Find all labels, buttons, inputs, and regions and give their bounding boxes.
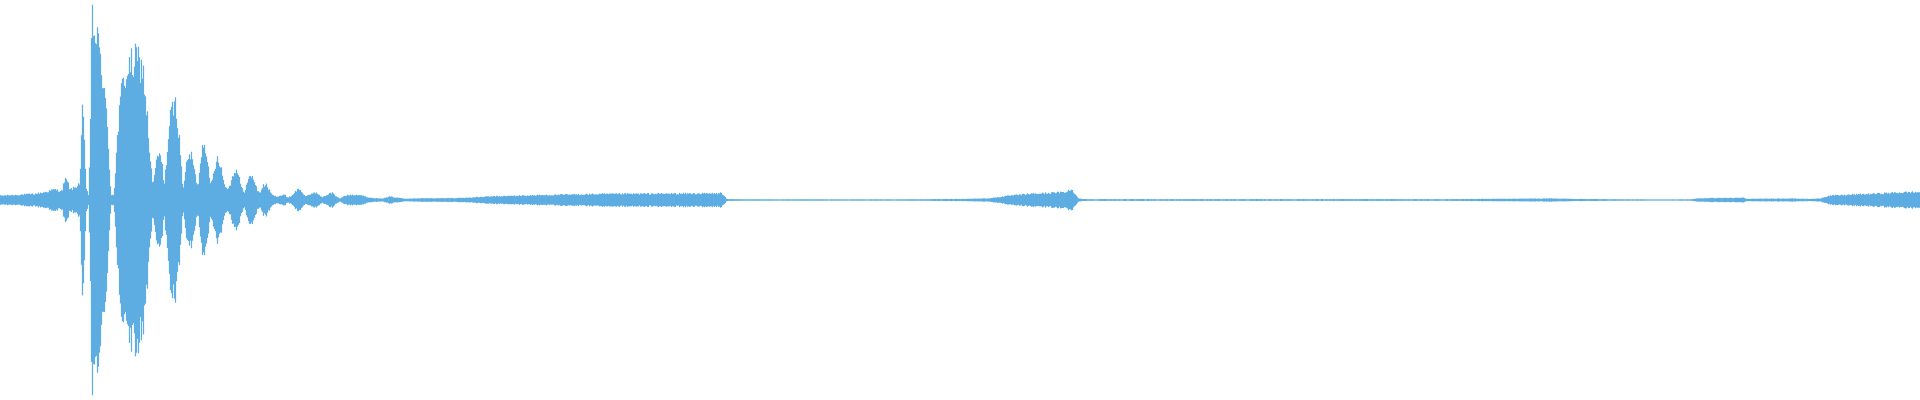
waveform-bars — [0, 4, 1920, 396]
waveform-path — [0, 4, 1920, 396]
